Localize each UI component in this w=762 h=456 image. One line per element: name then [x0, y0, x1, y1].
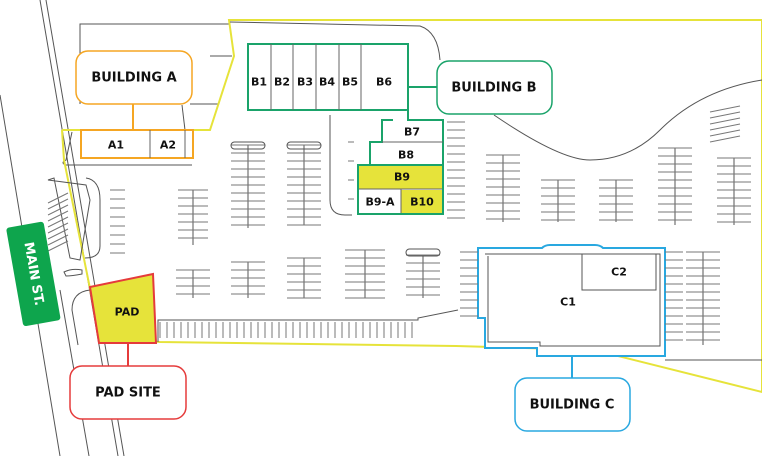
parking-left	[47, 177, 125, 346]
unit-c1[interactable]: C1	[560, 296, 576, 309]
parking-stall-line	[709, 105, 741, 113]
parking-stall-line	[47, 198, 69, 210]
building-a-callout[interactable]: BUILDING A	[75, 50, 193, 105]
parking-stall-line	[709, 111, 741, 119]
parking-island	[286, 141, 322, 150]
building-a[interactable]: A1 A2	[80, 129, 194, 159]
unit-b10[interactable]: B10	[410, 196, 434, 209]
unit-b4[interactable]: B4	[319, 76, 335, 89]
parking-rows-right	[486, 105, 751, 345]
unit-b3[interactable]: B3	[297, 76, 313, 89]
building-b-parking	[348, 121, 465, 219]
unit-a1[interactable]: A1	[108, 139, 124, 152]
parking-stall-line	[47, 204, 69, 216]
parking-bottom-row	[159, 322, 413, 338]
building-c-label: BUILDING C	[530, 398, 615, 413]
pad-site[interactable]: PAD	[88, 272, 158, 344]
parking-stall-line	[47, 222, 69, 234]
building-b-label: BUILDING B	[451, 81, 536, 96]
parking-stall-line	[47, 228, 69, 240]
unit-c2[interactable]: C2	[611, 266, 627, 279]
unit-b1[interactable]: B1	[251, 76, 267, 89]
unit-a2[interactable]: A2	[160, 139, 176, 152]
building-a-label: BUILDING A	[91, 71, 176, 86]
parking-stall-line	[47, 216, 69, 228]
pad-site-label: PAD SITE	[95, 386, 161, 401]
unit-b2[interactable]: B2	[274, 76, 290, 89]
access-road	[229, 21, 762, 161]
unit-pad[interactable]: PAD	[115, 306, 140, 319]
parking-stall-line	[709, 117, 741, 125]
parking-stall-line	[709, 123, 741, 131]
unit-b6[interactable]: B6	[376, 76, 392, 89]
unit-b5[interactable]: B5	[342, 76, 358, 89]
parking-stall-line	[47, 240, 69, 252]
unit-b9[interactable]: B9	[394, 171, 410, 184]
parking-island	[405, 248, 441, 257]
building-c-callout[interactable]: BUILDING C	[514, 377, 631, 432]
parking-stall-line	[47, 234, 69, 246]
building-b-callout[interactable]: BUILDING B	[436, 60, 553, 115]
parking-rows	[176, 141, 441, 299]
pad-site-callout[interactable]: PAD SITE	[69, 365, 187, 420]
parking-stall-line	[709, 135, 741, 143]
building-c-parking	[460, 251, 683, 341]
parking-stall-line	[47, 192, 69, 204]
building-b[interactable]: B1 B2 B3 B4 B5 B6 B7 B8 B9 B9-A B10	[247, 43, 444, 215]
main-street-sign: MAIN ST.	[6, 221, 61, 327]
parking-stall-line	[709, 129, 741, 137]
unit-b9a[interactable]: B9-A	[365, 196, 395, 209]
building-c[interactable]: C1 C2	[477, 244, 666, 357]
parking-island	[230, 141, 266, 150]
unit-b7[interactable]: B7	[404, 126, 420, 139]
unit-b8[interactable]: B8	[398, 149, 414, 162]
parking-stall-line	[47, 210, 69, 222]
